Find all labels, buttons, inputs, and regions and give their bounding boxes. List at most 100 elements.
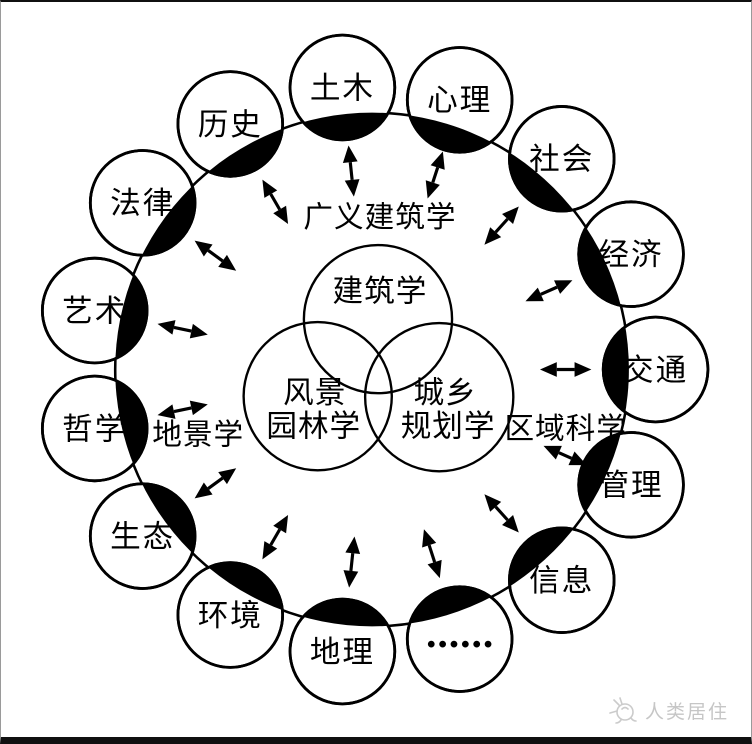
venn-label-landscape-architecture: 风景 — [283, 376, 346, 410]
exchange-arrow — [484, 494, 519, 533]
discipline-node: 管理 — [543, 431, 685, 539]
arrow-head-inner — [484, 227, 502, 245]
arrow-head-inner — [345, 536, 361, 555]
arrow-head-outer — [502, 206, 519, 224]
logo-stroke — [621, 706, 629, 710]
discipline-circle-outline — [176, 561, 285, 669]
arrow-head-inner — [273, 205, 289, 225]
discipline-node: 生态 — [88, 468, 237, 590]
arrow-head-outer — [568, 451, 587, 466]
discipline-circle-outline — [508, 105, 616, 213]
discipline-label: 法律 — [110, 187, 175, 221]
arrow-head-outer — [342, 145, 358, 163]
arrow-shaft — [269, 528, 282, 546]
discipline-label: 土木 — [310, 71, 375, 105]
exchange-arrow — [539, 362, 592, 377]
arrow-head-inner — [525, 287, 544, 302]
discipline-circle-outline — [176, 70, 285, 178]
discipline-node: 交通 — [539, 315, 710, 424]
arrow-head-outer — [574, 362, 592, 377]
logo-stroke — [619, 697, 623, 705]
logo-stroke — [613, 699, 620, 706]
arrow-head-outer — [262, 541, 278, 560]
discipline-node: 信息 — [484, 494, 616, 634]
discipline-circle-outline — [288, 33, 397, 142]
discipline-node: 艺术 — [40, 256, 208, 365]
logo-stroke — [609, 710, 618, 714]
venn-label-architecture: 建筑学 — [333, 274, 428, 308]
discipline-node: 哲学 — [40, 374, 208, 483]
discipline-node: 心理 — [405, 46, 514, 199]
arrow-shaft — [269, 193, 282, 211]
discipline-label: 环境 — [198, 599, 263, 633]
arrow-head-inner — [189, 400, 208, 416]
exchange-arrow — [262, 179, 289, 225]
discipline-label: 社会 — [529, 143, 594, 177]
arrow-shaft — [494, 505, 509, 522]
ring-label-broad-architecture: 广义建筑学 — [303, 201, 456, 234]
arrow-shaft — [207, 476, 224, 490]
arrow-head-outer — [554, 280, 573, 294]
logo-body-shape — [616, 703, 634, 721]
discipline-circle-outline — [601, 315, 710, 424]
arrow-shaft — [173, 406, 192, 414]
exchange-arrow — [543, 445, 587, 466]
venn-label-urban-rural-planning: 规划学 — [401, 410, 496, 444]
discipline-circle-outline — [40, 374, 149, 483]
arrow-shaft — [348, 162, 354, 181]
discipline-label: 历史 — [198, 108, 263, 142]
discipline-circle-outline — [508, 526, 616, 634]
discipline-label: 哲学 — [62, 412, 127, 446]
exchange-arrow — [343, 536, 361, 588]
discipline-label: 交通 — [623, 353, 688, 387]
venn-circle-landscape-architecture — [242, 320, 393, 472]
arrow-head-inner — [273, 514, 289, 534]
ellipsis-dot — [450, 640, 458, 648]
discipline-circle-outline — [577, 200, 685, 308]
arrow-head-outer — [194, 482, 213, 499]
discipline-label: 艺术 — [62, 294, 127, 328]
arrow-head-inner — [539, 362, 557, 377]
logo-stroke — [630, 717, 637, 722]
arrow-head-outer — [343, 570, 359, 588]
arrow-shaft — [173, 325, 192, 333]
arrow-shaft — [494, 217, 509, 234]
arrow-shaft — [349, 553, 355, 572]
ellipsis-dot — [473, 640, 481, 648]
venn-circle-architecture — [302, 243, 454, 395]
discipline-circle-outline — [405, 46, 514, 154]
discipline-label: 地理 — [310, 635, 375, 669]
watermark: 人类居住 — [605, 696, 729, 724]
exchange-arrow — [525, 280, 573, 302]
discipline-circle-outline — [88, 149, 197, 257]
discipline-node: 地理 — [288, 536, 397, 706]
ring-label-landscape-science: 地景学 — [152, 419, 244, 452]
discipline-label: 信息 — [529, 564, 594, 598]
ellipsis-dot — [484, 640, 492, 648]
arrow-head-outer — [157, 320, 176, 335]
watermark-logo-icon — [609, 697, 637, 724]
discipline-circle-outline — [40, 256, 149, 365]
exchange-arrow — [484, 206, 519, 245]
discipline-node: 经济 — [525, 200, 685, 308]
arrow-shaft — [431, 167, 440, 184]
ellipsis-dot — [461, 640, 469, 648]
discipline-label: 经济 — [598, 238, 663, 272]
exchange-arrow — [194, 468, 237, 499]
arrow-head-outer — [430, 151, 445, 170]
discipline-node — [405, 529, 514, 693]
arrow-shaft — [207, 249, 224, 263]
logo-stroke — [615, 719, 622, 724]
discipline-node: 社会 — [484, 105, 616, 245]
arrow-head-inner — [218, 468, 237, 485]
arrow-head-outer — [194, 240, 213, 257]
arrow-shaft — [558, 451, 573, 460]
discipline-circle-outline — [88, 482, 197, 590]
ellipsis-dot — [427, 640, 435, 648]
arrow-head-outer — [427, 559, 442, 579]
arrow-shaft — [427, 544, 437, 563]
discipline-node: 法律 — [88, 149, 237, 271]
exchange-arrow — [194, 240, 237, 271]
